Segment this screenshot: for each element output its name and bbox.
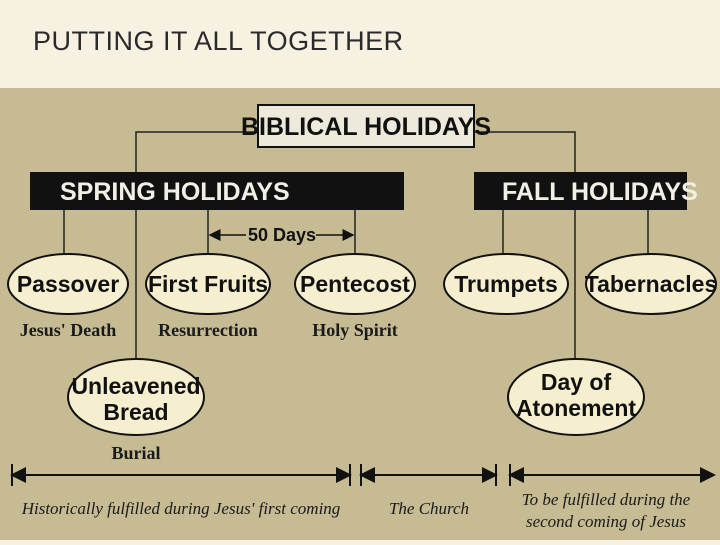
tabernacles-node: Tabernacles: [585, 253, 718, 315]
passover-node: Passover Jesus' Death: [7, 253, 129, 340]
fall-holidays-header: FALL HOLIDAYS: [474, 172, 698, 210]
pentecost-label: Pentecost: [300, 271, 410, 297]
first-fruits-label: First Fruits: [148, 271, 268, 297]
atonement-label-line2: Atonement: [516, 395, 636, 421]
timeline-past-label: Historically fulfilled during Jesus' fir…: [21, 499, 341, 518]
first-fruits-meaning: Resurrection: [158, 320, 258, 340]
timeline-present-label: The Church: [389, 499, 469, 518]
pentecost-node: Pentecost Holy Spirit: [294, 253, 416, 340]
timeline: [10, 464, 716, 486]
pentecost-meaning: Holy Spirit: [312, 320, 398, 340]
first-fruits-node: First Fruits Resurrection: [145, 253, 271, 340]
trumpets-node: Trumpets: [443, 253, 569, 315]
unleavened-bread-node: Unleavened Bread Burial: [67, 358, 205, 463]
unleavened-label-line2: Bread: [103, 399, 168, 425]
atonement-label-line1: Day of: [541, 369, 612, 395]
biblical-holidays-diagram: BIBLICAL HOLIDAYS SPRING HOLIDAYS FALL H…: [7, 104, 718, 531]
slide-title-bar: PUTTING IT ALL TOGETHER: [0, 0, 720, 88]
interval-label: 50 Days: [248, 225, 316, 245]
connector-lines: [63, 131, 649, 364]
slide-title: PUTTING IT ALL TOGETHER: [33, 26, 404, 56]
fifty-days-interval: 50 Days: [208, 225, 355, 245]
timeline-future-label-line1: To be fulfilled during the: [522, 490, 691, 509]
passover-label: Passover: [17, 271, 119, 297]
trumpets-label: Trumpets: [454, 271, 558, 297]
fall-label: FALL HOLIDAYS: [502, 178, 698, 206]
biblical-holidays-header: BIBLICAL HOLIDAYS: [241, 104, 491, 148]
unleavened-label-line1: Unleavened: [71, 373, 200, 399]
passover-meaning: Jesus' Death: [20, 320, 117, 340]
spring-holidays-header: SPRING HOLIDAYS: [30, 172, 404, 210]
day-of-atonement-node: Day of Atonement: [507, 358, 645, 436]
top-label: BIBLICAL HOLIDAYS: [241, 113, 491, 141]
spring-label: SPRING HOLIDAYS: [60, 178, 290, 206]
unleavened-meaning: Burial: [111, 443, 160, 463]
timeline-future-label-line2: second coming of Jesus: [526, 512, 686, 531]
tabernacles-label: Tabernacles: [585, 271, 718, 297]
diagram-panel: BIBLICAL HOLIDAYS SPRING HOLIDAYS FALL H…: [0, 88, 720, 540]
